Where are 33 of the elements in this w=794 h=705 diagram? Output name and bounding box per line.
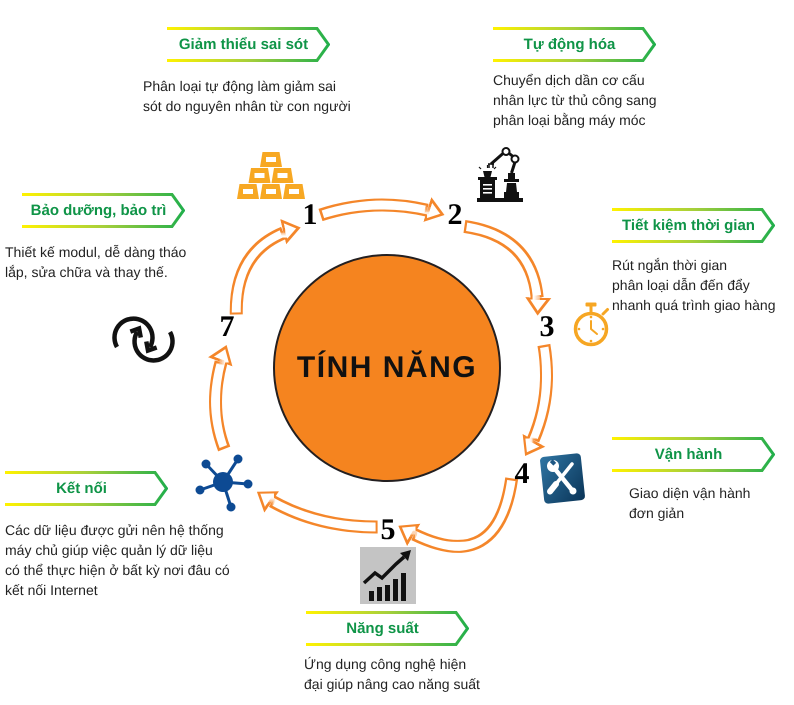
network-icon xyxy=(193,452,254,512)
ribbon-banner xyxy=(493,27,656,62)
banner-title: Giảm thiểu sai sót xyxy=(178,36,308,53)
step-number: 1 xyxy=(302,200,318,230)
banner-title: Tự động hóa xyxy=(524,36,616,53)
ribbon-banner xyxy=(22,193,185,228)
banner-title: Năng suất xyxy=(346,620,419,637)
step-number: 7 xyxy=(220,312,234,342)
description-text: Các dữ liệu được gửi nên hệ thống máy chủ giúp việc quản lý dữ liệu có thể thực hiện ở bất kỳ nơi đâu có kết nối Internet xyxy=(5,521,230,600)
ribbon-banner xyxy=(612,437,775,472)
curved-arrow xyxy=(208,342,233,452)
ribbon-banner xyxy=(5,471,168,506)
banner-title: Bảo dưỡng, bảo trì xyxy=(30,202,166,219)
description-text: Chuyển dịch dần cơ cấu nhân lực từ thủ công sang phân loại bằng máy móc xyxy=(493,71,657,130)
step-number: 3 xyxy=(540,312,554,342)
circle-title: TÍNH NĂNG xyxy=(296,351,478,385)
curved-arrow xyxy=(230,220,302,315)
step-number: 5 xyxy=(380,515,396,545)
description-text: Thiết kế modul, dễ dàng tháo lắp, sửa chữa và thay thế. xyxy=(5,243,186,282)
step-number: 4 xyxy=(514,459,530,489)
ribbon-banner xyxy=(306,611,469,646)
banner-title: Tiết kiệm thời gian xyxy=(622,217,755,234)
curved-arrow xyxy=(318,197,446,222)
step-number: 2 xyxy=(448,200,462,230)
ribbon-banner xyxy=(612,208,775,243)
banner-title: Vận hành xyxy=(654,446,722,463)
description-text: Rút ngắn thời gian phân loại dẫn đến đẩy nhanh quá trình giao hàng xyxy=(612,256,776,315)
description-text: Giao diện vận hành đơn giản xyxy=(629,484,750,523)
description-text: Phân loại tự động làm giảm sai sót do nguyên nhân từ con người xyxy=(143,77,351,116)
curved-arrow xyxy=(463,220,551,316)
description-text: Ứng dụng công nghệ hiện đại giúp nâng cao năng suất xyxy=(304,655,480,694)
ribbon-banner xyxy=(167,27,330,62)
banner-title: Kết nối xyxy=(56,480,107,497)
